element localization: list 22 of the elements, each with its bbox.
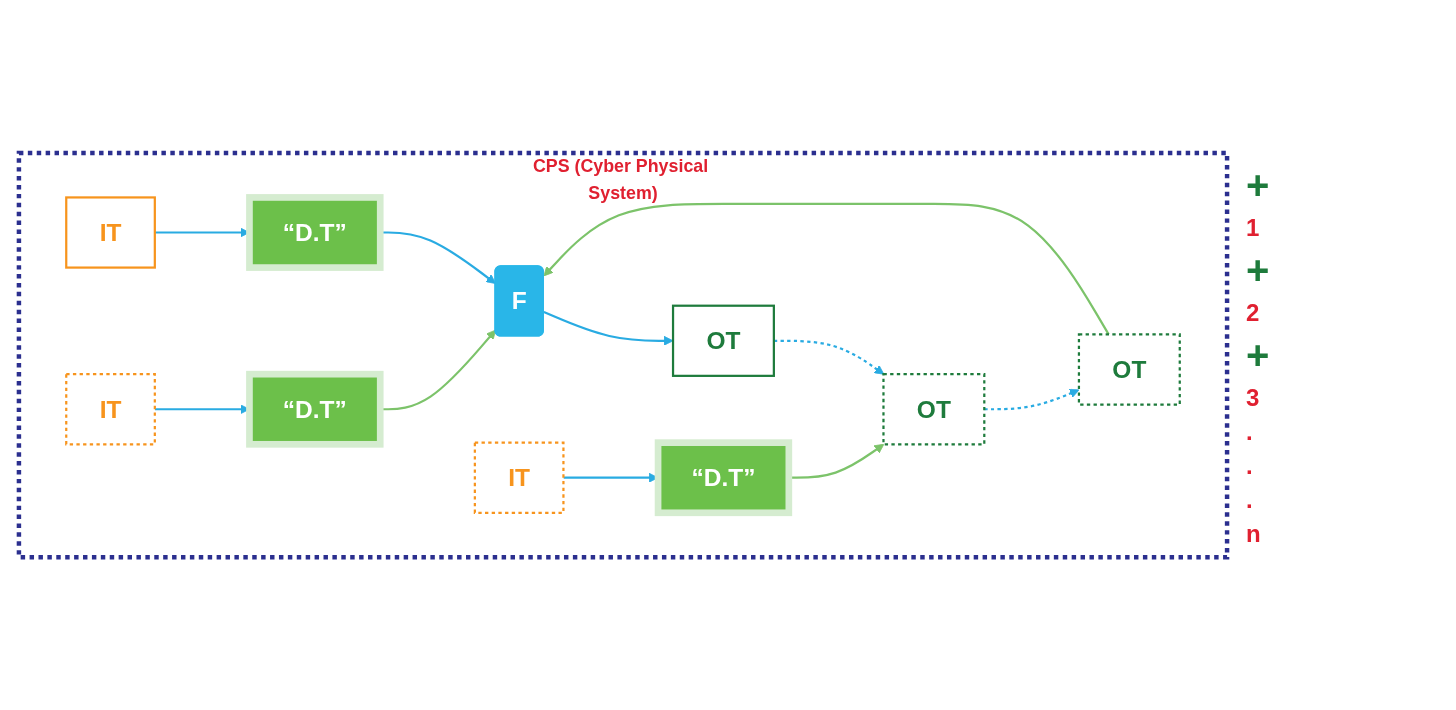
plus-sign: +	[1246, 247, 1271, 293]
row-number: n	[1246, 519, 1262, 548]
row-number: 1	[1246, 213, 1261, 242]
node-box: IT	[65, 372, 156, 446]
node-box: “D.T”	[246, 194, 384, 271]
row-number: 2	[1246, 298, 1261, 327]
row-number: .	[1246, 485, 1254, 514]
arrow	[773, 339, 885, 375]
node-box: IT	[65, 196, 156, 269]
node-box: “D.T”	[654, 439, 793, 516]
row-number: 3	[1246, 383, 1261, 412]
node-box: “D.T”	[246, 370, 384, 448]
node-box: OT	[1077, 333, 1181, 406]
node-box: OT	[671, 304, 775, 377]
plus-sign: +	[1246, 332, 1271, 378]
plus-sign: +	[1246, 162, 1271, 208]
node-box: IT	[473, 441, 565, 514]
row-number: .	[1246, 417, 1254, 446]
arrow	[543, 310, 674, 346]
row-number: .	[1246, 451, 1254, 480]
node-box: OT	[882, 372, 986, 446]
arrow	[543, 202, 1110, 335]
